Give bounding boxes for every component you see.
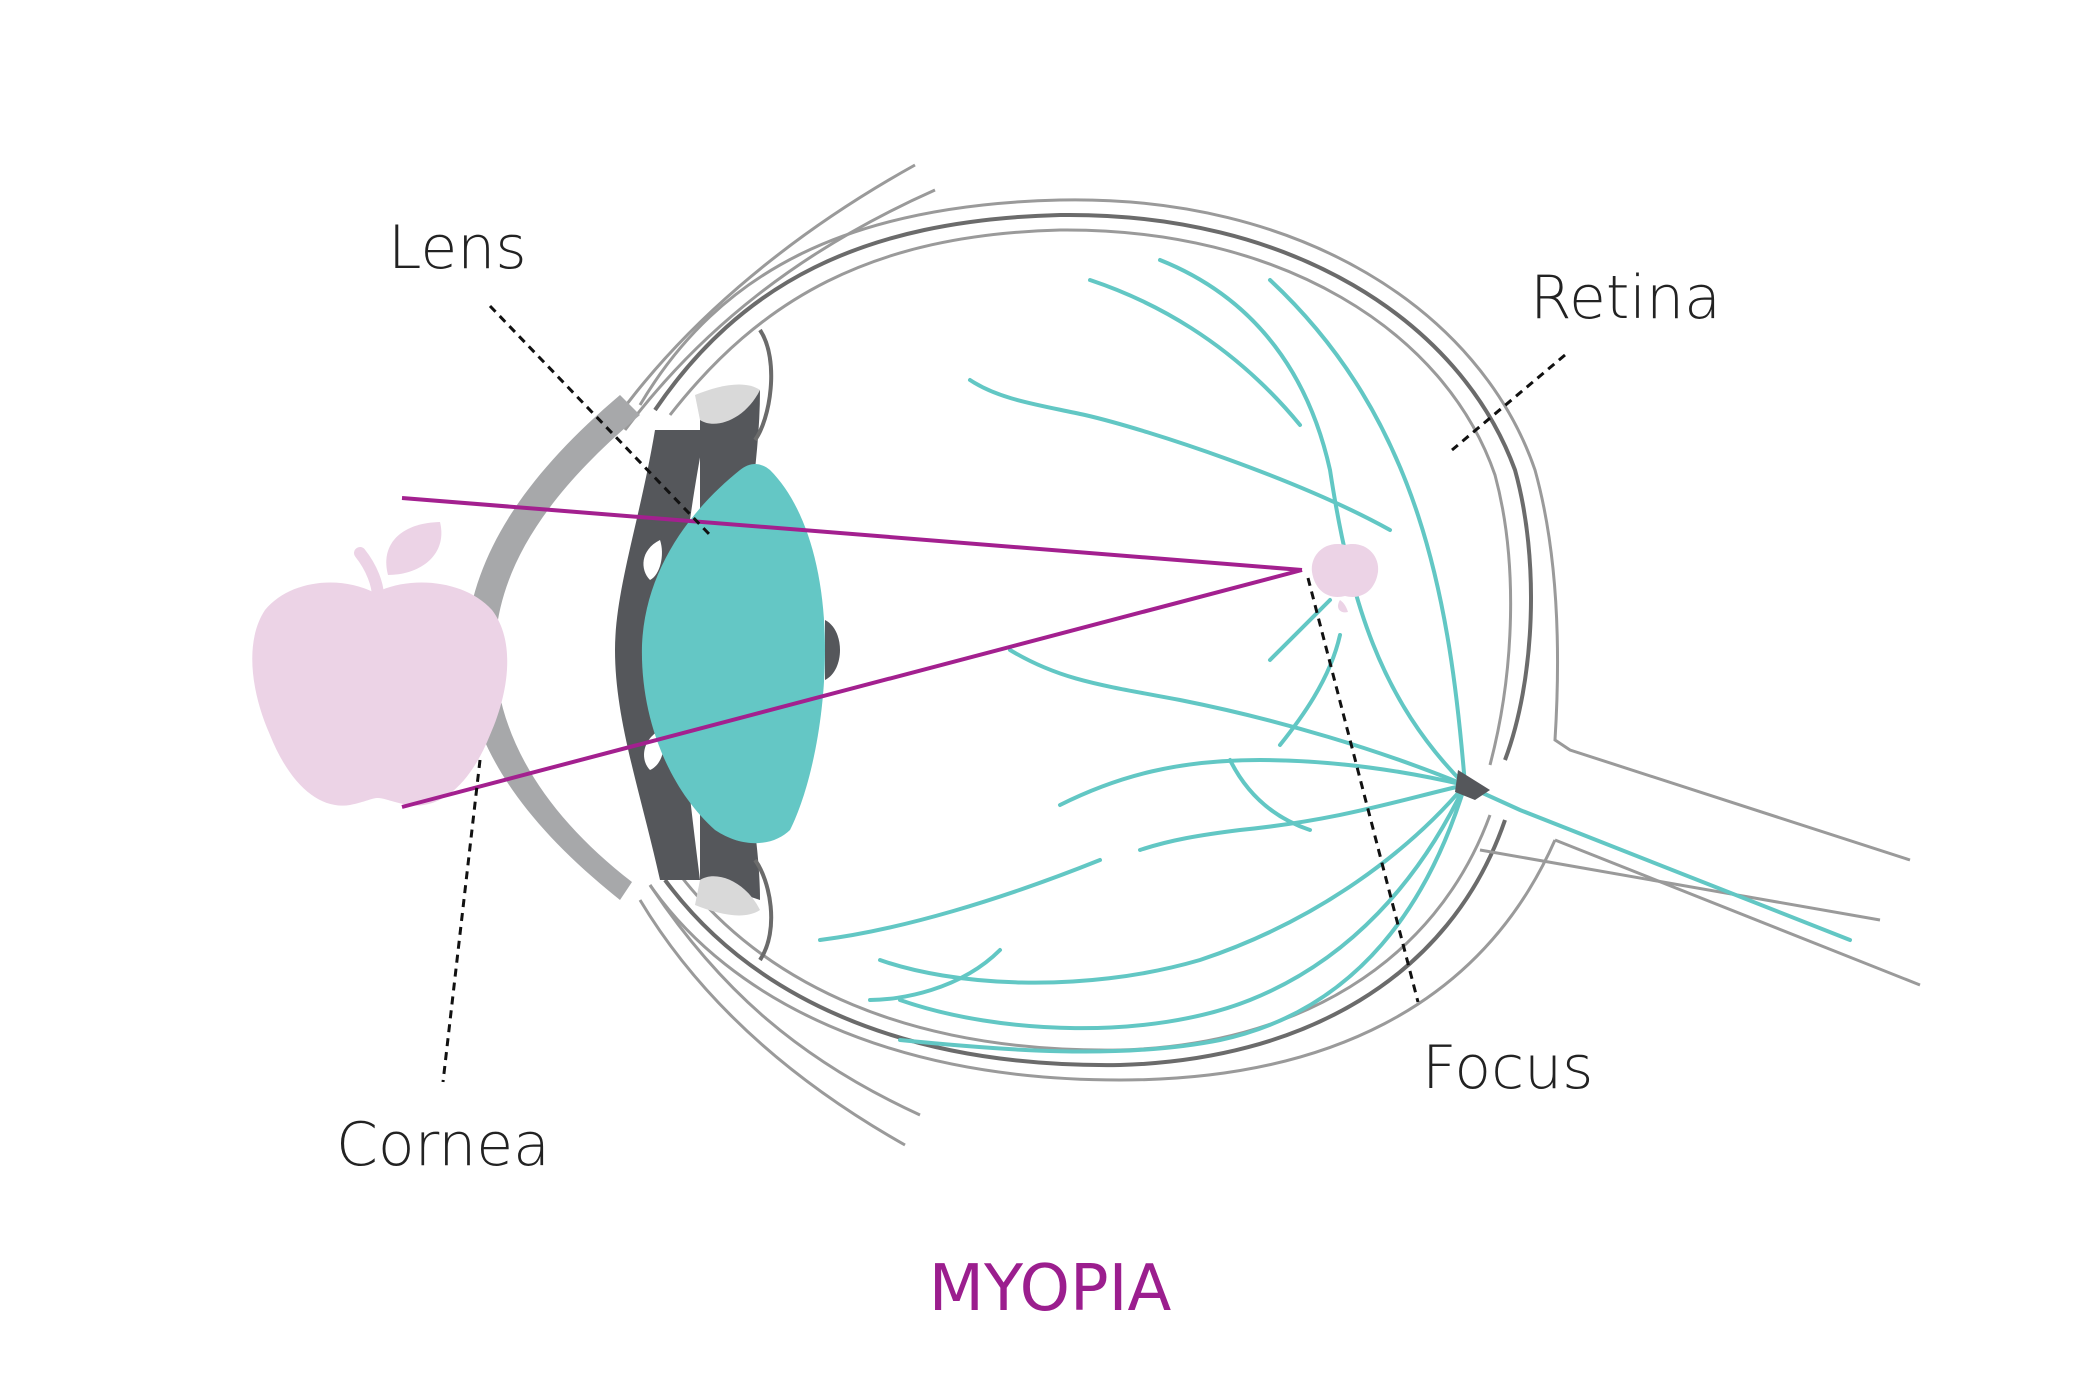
retina-leader	[1451, 353, 1566, 452]
eyeball-outline	[638, 198, 1921, 1082]
cornea-leader	[441, 759, 482, 1083]
diagram-title: MYOPIA	[929, 1252, 1172, 1326]
apple-icon	[252, 522, 508, 806]
lens-leader	[488, 304, 712, 537]
cornea	[465, 395, 640, 900]
optic-disc	[1455, 770, 1490, 800]
eyelid-lines	[613, 163, 936, 1147]
cornea-label: Cornea	[336, 1110, 550, 1180]
light-rays	[401, 496, 1303, 809]
retinal-vessels	[818, 258, 1852, 1054]
lens	[641, 464, 825, 844]
focus-leader	[1306, 577, 1420, 1003]
retina-label: Retina	[1530, 263, 1721, 333]
lens-pupil-notch	[825, 620, 840, 680]
lens-label: Lens	[388, 213, 527, 283]
focus-label: Focus	[1422, 1033, 1593, 1103]
small-apple-icon	[1311, 544, 1379, 613]
